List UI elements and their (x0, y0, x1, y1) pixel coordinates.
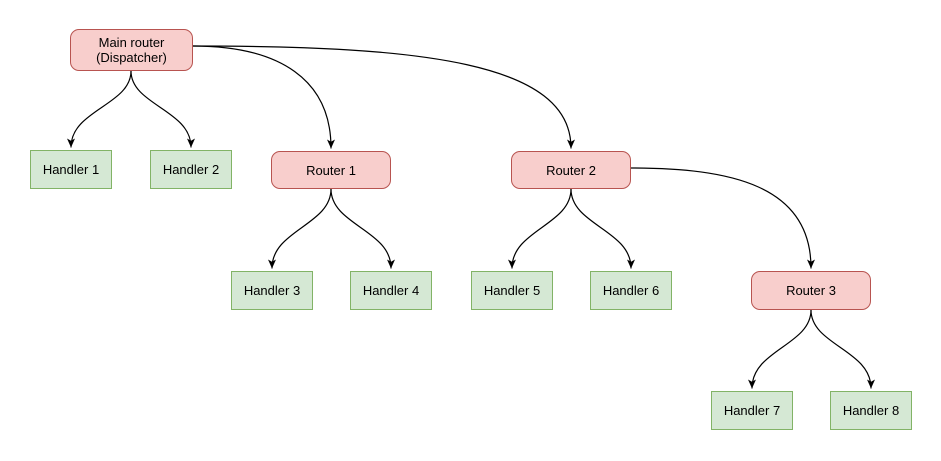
node-label-handler-3: Handler 3 (243, 283, 301, 298)
edge-router-3-to-handler-8 (810, 309, 875, 389)
node-router-1[interactable]: Router 1 (271, 151, 391, 189)
edge-router-2-to-handler-6 (570, 188, 635, 269)
node-handler-4[interactable]: Handler 4 (350, 271, 432, 310)
node-label-router-3: Router 3 (786, 283, 836, 298)
node-label-handler-4: Handler 4 (362, 283, 420, 298)
node-label-handler-1: Handler 1 (42, 162, 100, 177)
node-label-router-2: Router 2 (546, 162, 596, 178)
node-label-handler-8: Handler 8 (842, 403, 900, 418)
edge-router-1-to-handler-3 (268, 188, 332, 269)
edge-main-router-to-router-1 (192, 45, 335, 149)
edge-router-1-to-handler-4 (330, 188, 395, 269)
edge-main-router-to-handler-1 (67, 70, 132, 148)
node-handler-5[interactable]: Handler 5 (471, 271, 553, 310)
node-handler-8[interactable]: Handler 8 (830, 391, 912, 430)
edge-router-2-to-handler-5 (508, 188, 572, 269)
edge-group (67, 45, 875, 389)
edge-router-2-to-router-3 (630, 167, 815, 269)
node-label-handler-2: Handler 2 (162, 162, 220, 177)
node-handler-6[interactable]: Handler 6 (590, 271, 672, 310)
node-label-handler-7: Handler 7 (723, 403, 781, 418)
edge-main-router-to-handler-2 (130, 70, 195, 148)
node-label-router-1: Router 1 (306, 162, 356, 178)
edge-router-3-to-handler-7 (748, 309, 812, 389)
node-router-2[interactable]: Router 2 (511, 151, 631, 189)
node-handler-1[interactable]: Handler 1 (30, 150, 112, 189)
node-label-handler-5: Handler 5 (483, 283, 541, 298)
node-handler-2[interactable]: Handler 2 (150, 150, 232, 189)
node-label-main-router: Main router (Dispatcher) (96, 35, 167, 65)
node-handler-7[interactable]: Handler 7 (711, 391, 793, 430)
node-router-3[interactable]: Router 3 (751, 271, 871, 310)
edge-main-router-to-router-2 (192, 45, 575, 149)
node-label-handler-6: Handler 6 (602, 283, 660, 298)
node-main-router[interactable]: Main router (Dispatcher) (70, 29, 193, 71)
node-handler-3[interactable]: Handler 3 (231, 271, 313, 310)
